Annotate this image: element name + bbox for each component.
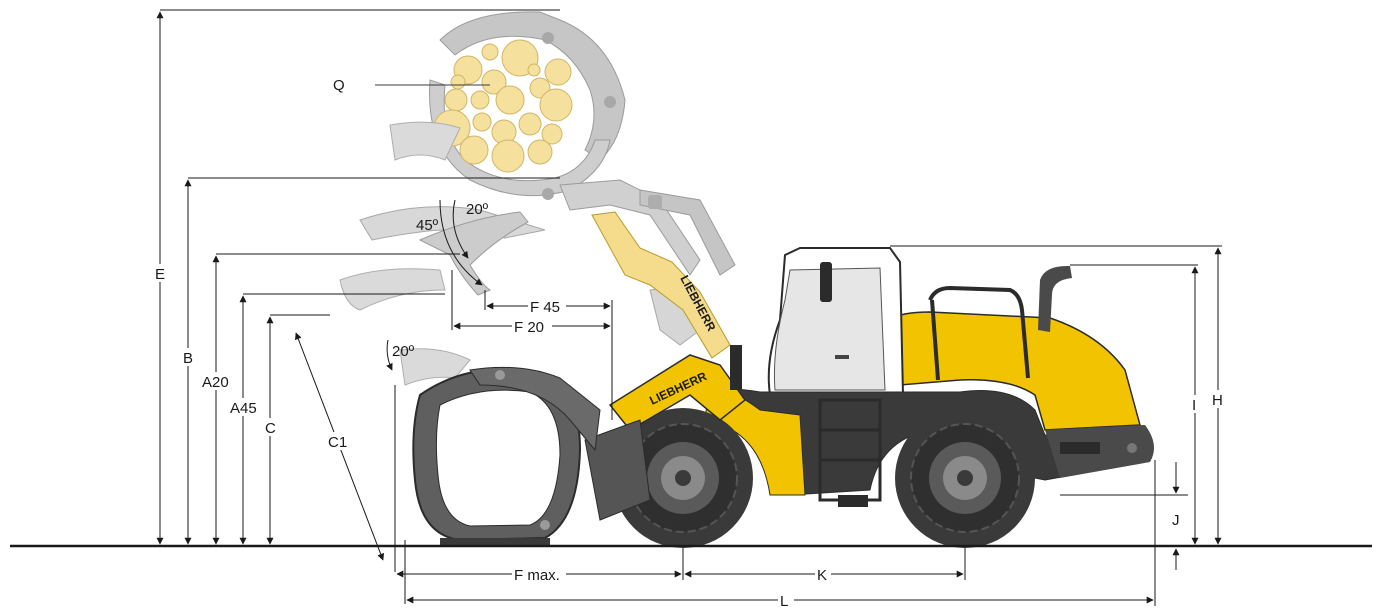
label-B: B [183, 350, 193, 367]
log-bundle [433, 39, 573, 173]
lowered-grapple [412, 366, 601, 546]
label-C: C [265, 420, 276, 437]
label-L: L [780, 593, 788, 608]
raised-grapple-ghost [339, 11, 736, 386]
label-J: J [1172, 512, 1180, 529]
rear-wheel [895, 408, 1035, 548]
label-F20: F 20 [514, 319, 544, 336]
label-Q: Q [333, 77, 345, 94]
label-C1: C1 [328, 434, 347, 451]
front-wheel [613, 408, 753, 548]
label-E: E [155, 266, 165, 283]
wheel-loader-body [699, 247, 1154, 507]
label-Fmax: F max. [514, 567, 560, 584]
label-K: K [817, 567, 827, 584]
label-I: I [1192, 397, 1196, 414]
lowered-lift-arm: LIEBHERR [584, 345, 747, 521]
label-angle-20-top: 20º [466, 201, 489, 218]
label-H: H [1212, 392, 1223, 409]
dimension-labels: E B A20 A45 C C1 Q F 45 F 20 F max. K L … [153, 77, 1226, 610]
label-angle-20-low: 20º [392, 343, 415, 360]
label-F45: F 45 [530, 299, 560, 316]
label-A20: A20 [202, 374, 229, 391]
label-angle-45: 45º [416, 217, 439, 234]
label-A45: A45 [230, 400, 257, 417]
